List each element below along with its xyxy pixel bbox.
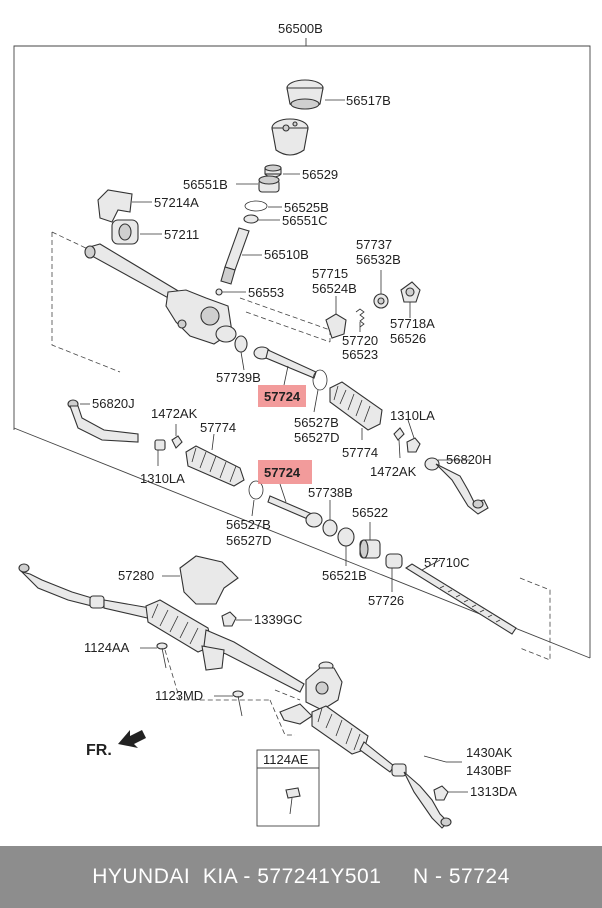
part-56521B xyxy=(337,527,355,566)
label-57738B: 57738B xyxy=(308,485,353,500)
label-56529: 56529 xyxy=(302,167,338,182)
part-57710C-rack-bar xyxy=(404,559,517,635)
label-56523: 56523 xyxy=(342,347,378,362)
label-57724-lower: 57724 xyxy=(264,465,301,480)
label-1124AA: 1124AA xyxy=(84,640,130,655)
label-57724-upper: 57724 xyxy=(264,389,301,404)
inset-1124AE xyxy=(256,749,320,827)
part-56551C xyxy=(243,214,280,224)
part-57726 xyxy=(385,553,403,592)
label-56527B-upper: 56527B xyxy=(294,415,339,430)
part-1313DA-nut xyxy=(433,785,468,801)
forward-arrow-icon xyxy=(118,730,146,748)
label-1310LA-right: 1310LA xyxy=(390,408,435,423)
label-56820H: 56820H xyxy=(446,452,492,467)
label-56524B: 56524B xyxy=(312,281,357,296)
part-57774-boot-lower xyxy=(185,433,245,487)
part-57214A-bracket xyxy=(97,189,152,223)
part-57724-inner-tie-rod-upper xyxy=(253,346,317,386)
part-56820H-outer-tie-rod xyxy=(424,457,489,515)
part-1310LA-nut-left xyxy=(154,439,166,466)
label-1310LA-left: 1310LA xyxy=(140,471,185,486)
part-57738B-washer xyxy=(322,500,338,537)
part-rack-housing-lower xyxy=(103,599,305,693)
label-57774-left: 57774 xyxy=(200,420,236,435)
label-57720: 57720 xyxy=(342,333,378,348)
label-56510B: 56510B xyxy=(264,247,309,262)
part-56517B-cover xyxy=(286,79,345,110)
label-57710C: 57710C xyxy=(424,555,470,570)
part-57211-bushing xyxy=(111,219,162,245)
part-1123MD-bolt xyxy=(214,690,244,717)
label-56551C: 56551C xyxy=(282,213,328,228)
part-1472AK-pin-right xyxy=(393,427,405,459)
part-number-footer: HYUNDAI KIA - 577241Y501 N - 57724 xyxy=(0,846,602,908)
part-outer-tie-rod-lower-left xyxy=(18,563,105,609)
highlight-57724-lower xyxy=(258,460,312,484)
label-56522: 56522 xyxy=(352,505,388,520)
label-57214A: 57214A xyxy=(154,195,199,210)
label-1472AK-left: 1472AK xyxy=(151,406,198,421)
part-57737-nut xyxy=(373,270,389,309)
part-rack-housing-upper xyxy=(84,243,246,345)
steering-gear-parts-diagram: 57724 xyxy=(13,21,591,829)
label-56551B: 56551B xyxy=(183,177,228,192)
label-57739B: 57739B xyxy=(216,370,261,385)
label-56820J: 56820J xyxy=(92,396,135,411)
label-1472AK-right: 1472AK xyxy=(370,464,417,479)
part-upper-housing xyxy=(271,118,309,156)
highlight-57724-upper xyxy=(258,385,306,407)
label-57211: 57211 xyxy=(164,227,199,242)
label-56527D-lower: 56527D xyxy=(226,533,272,548)
part-56527B-band-lower xyxy=(248,480,264,517)
label-1339GC: 1339GC xyxy=(254,612,302,627)
part-labels: 56500B 56517B 56529 56551B 57214A 56525B… xyxy=(84,21,517,799)
part-56510B-pinion xyxy=(220,227,262,285)
part-1124AA-bolt xyxy=(140,642,168,669)
part-57739B-seal xyxy=(234,335,248,371)
footer-text: HYUNDAI KIA - 577241Y501 N - 57724 xyxy=(92,865,510,888)
label-1430BF: 1430BF xyxy=(466,763,512,778)
label-56521B: 56521B xyxy=(322,568,367,583)
part-56529 xyxy=(264,164,300,178)
part-57718A-washer xyxy=(400,281,421,318)
label-56527B-lower: 56527B xyxy=(226,517,271,532)
part-pinion-housing-lower xyxy=(279,661,343,725)
label-1123MD: 1123MD xyxy=(155,688,203,703)
label-57726: 57726 xyxy=(368,593,404,608)
part-1472AK-pin-left xyxy=(171,424,183,449)
part-56525B-ring xyxy=(244,200,282,212)
label-57718A: 57718A xyxy=(390,316,435,331)
part-1310LA-nut-right xyxy=(406,419,421,453)
part-56522 xyxy=(359,522,381,559)
label-fr: FR. xyxy=(86,742,112,759)
part-57774-boot-upper xyxy=(329,381,383,440)
part-56551B xyxy=(236,175,280,193)
label-56525B: 56525B xyxy=(284,200,329,215)
part-boot-lower-right xyxy=(311,705,407,777)
label-57737: 57737 xyxy=(356,237,392,252)
label-1313DA: 1313DA xyxy=(470,784,517,799)
label-57280: 57280 xyxy=(118,568,154,583)
part-outer-tie-rod-lower-right xyxy=(403,771,452,829)
part-57715-yoke xyxy=(325,296,347,339)
label-56553: 56553 xyxy=(248,285,284,300)
label-56526: 56526 xyxy=(390,331,426,346)
label-57715: 57715 xyxy=(312,266,348,281)
label-1430AK: 1430AK xyxy=(466,745,513,760)
label-56527D-upper: 56527D xyxy=(294,430,340,445)
part-1430AK-cotter xyxy=(423,755,462,763)
part-1339GC-nut xyxy=(221,611,252,627)
label-56532B: 56532B xyxy=(356,252,401,267)
label-57774-right: 57774 xyxy=(342,445,378,460)
label-56517B: 56517B xyxy=(346,93,391,108)
label-1124AE: 1124AE xyxy=(263,752,309,767)
part-56820J-outer-tie-rod xyxy=(67,399,139,443)
part-57724-inner-tie-rod-lower xyxy=(267,483,323,528)
part-57720-spring xyxy=(355,308,365,332)
part-57280-cover xyxy=(162,555,239,605)
part-56527B-band-upper xyxy=(312,369,328,413)
label-56500B: 56500B xyxy=(278,21,323,36)
